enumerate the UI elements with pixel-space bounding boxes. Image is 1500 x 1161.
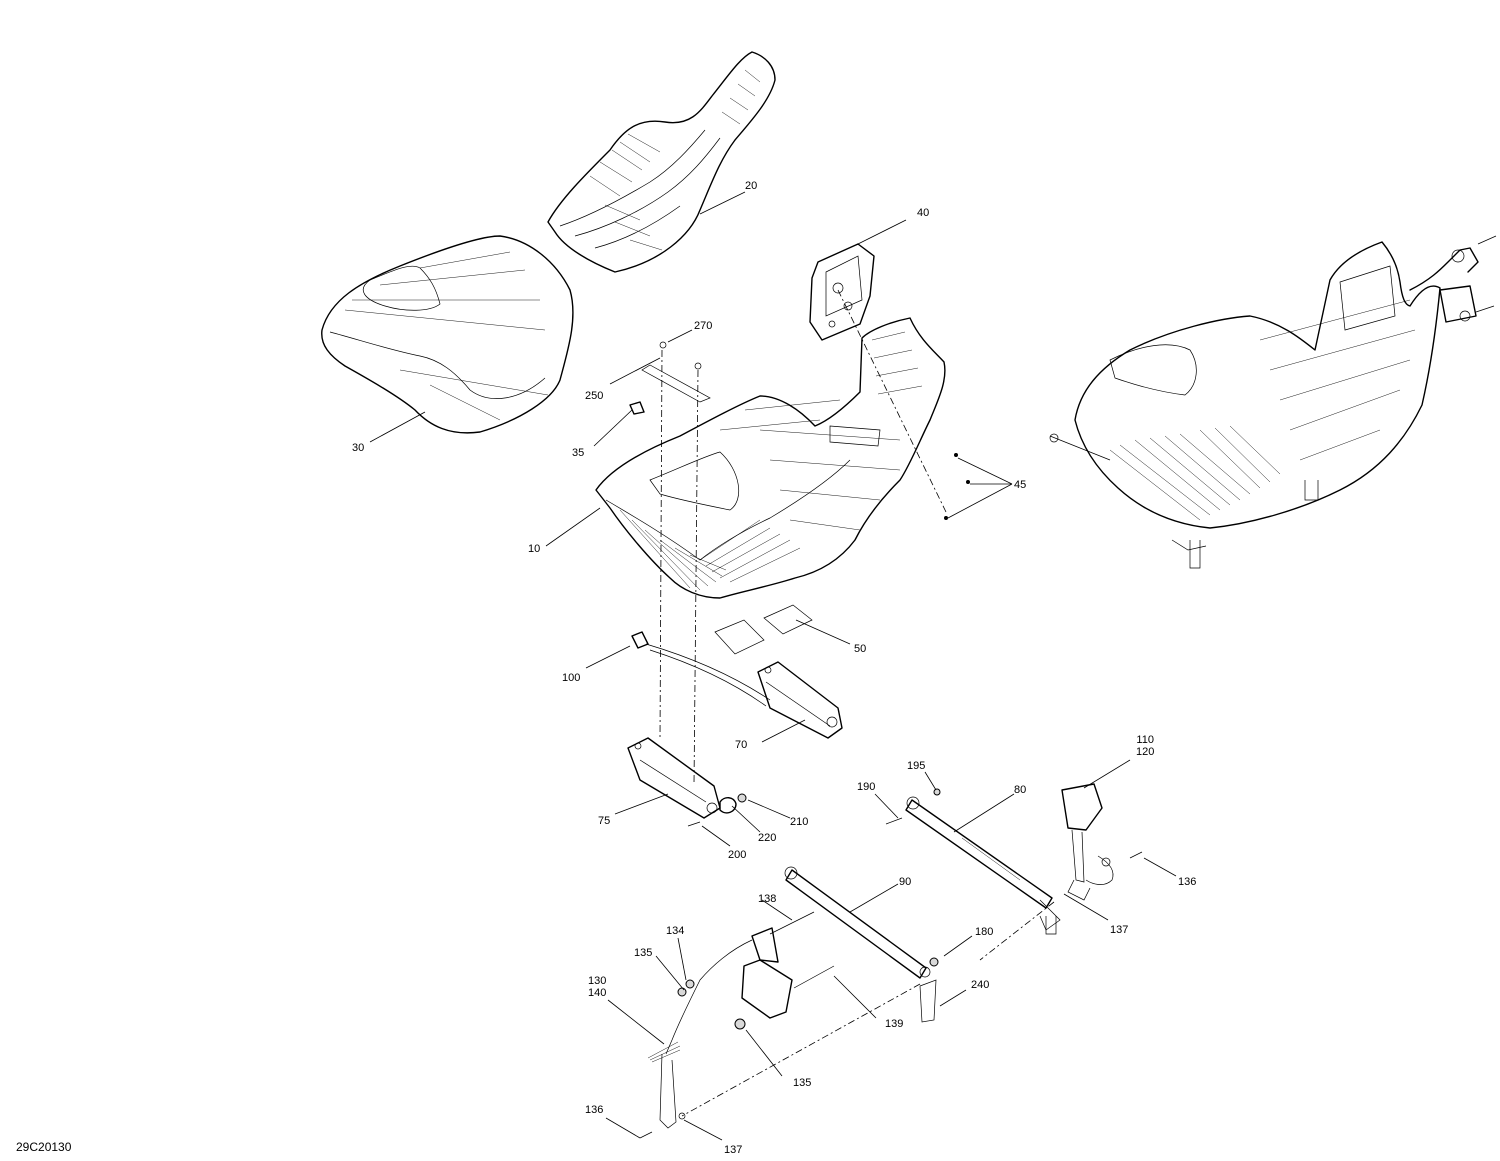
callout-40: 40 [917,207,930,219]
callout-10: 10 [528,543,541,555]
callout-90: 90 [899,876,912,888]
callout-leader-lines [369,191,1177,1141]
callout-240: 240 [971,979,990,991]
seat-frame-part [595,317,946,599]
headrest-panel-part [809,219,907,341]
callout-250: 250 [585,390,604,402]
callout-139: 139 [885,1018,904,1030]
callout-137-lower: 137 [724,1144,743,1156]
callout-135-upper: 135 [634,947,653,959]
callout-137-upper: 137 [1110,924,1129,936]
callout-190: 190 [857,781,876,793]
assembled-seat-illustration [1049,235,1497,569]
decal-parts [714,604,813,655]
assembly-guide-lines [659,289,1055,1117]
callout-80: 80 [1014,784,1027,796]
callout-75: 75 [598,815,611,827]
callout-220: 220 [758,832,777,844]
callout-135-lower: 135 [793,1077,812,1089]
document-id-label: 29C20130 [16,1140,72,1154]
callout-180: 180 [975,926,994,938]
callout-136-upper: 136 [1178,876,1197,888]
seat-hardware-parts [629,341,970,520]
seat-slider-rail-part [631,631,843,739]
backrest-cushion-part [547,51,776,273]
seat-cushion-part [321,235,574,434]
callout-70: 70 [735,739,748,751]
callout-134: 134 [666,925,685,937]
lower-slider-rail-part [627,737,747,827]
callout-138: 138 [758,893,777,905]
callout-195: 195 [907,760,926,772]
seatbelt-buckle-part [1061,783,1143,901]
callout-45: 45 [1014,479,1027,491]
support-tube-90-part [784,866,939,1023]
support-tube-80-part [885,788,1061,935]
callout-130-140: 130 140 [588,975,607,999]
callout-110-120: 110 120 [1136,734,1155,758]
callout-200: 200 [728,849,747,861]
callout-100: 100 [562,672,581,684]
callout-136-lower: 136 [585,1104,604,1116]
callout-20: 20 [745,180,758,192]
seatbelt-retractor-part [639,911,835,1139]
callout-210: 210 [790,816,809,828]
callout-35: 35 [572,447,585,459]
callout-30: 30 [352,442,365,454]
callout-270: 270 [694,320,713,332]
callout-50: 50 [854,643,867,655]
